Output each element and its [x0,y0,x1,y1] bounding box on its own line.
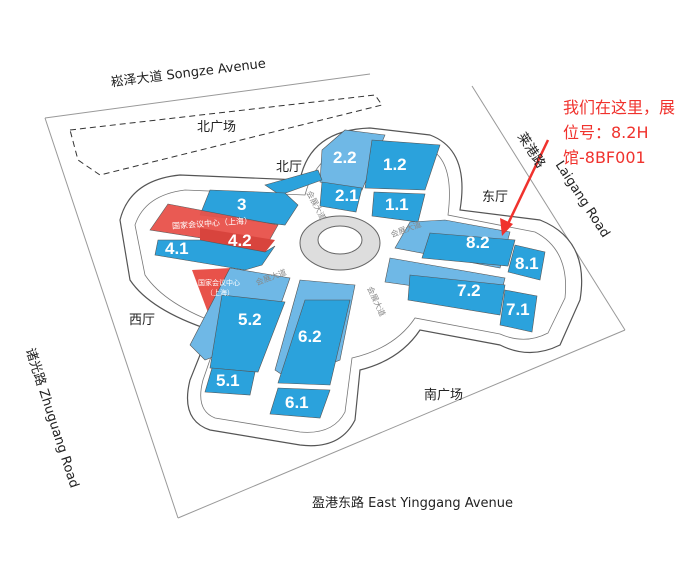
north-hall-label: 北厅 [276,160,303,175]
hall-6-1-shape [269,387,331,419]
north-hall-shape [264,169,323,196]
hall-8-1: 8.1 [515,254,539,273]
hall-5-1: 5.1 [216,371,240,390]
hall-7-2-shape [407,274,506,316]
hall-1-2-shape [364,139,441,191]
hall-2-1: 2.1 [335,186,359,205]
annotation-line-3: 馆-8BF001 [563,148,646,167]
central-ring-hole [317,225,363,255]
hall-2-1-shape [319,181,363,213]
hall-7-1-shape [499,289,538,333]
road-south: 盈港东路 East Yinggang Avenue [312,496,514,511]
hall-8-2-shape [421,232,516,267]
annotation-line-1: 我们在这里，展 [563,98,676,117]
pointer-arrow-head [500,218,513,236]
hall-4-1-shape [154,239,276,271]
hall-6-1: 6.1 [285,393,309,412]
hall-7-1: 7.1 [506,300,530,319]
pointer-arrow-line [504,139,550,229]
hall-6-2: 6.2 [298,327,322,346]
convention-center-small-shape [192,268,232,318]
north-plaza-label: 北广场 [197,120,237,135]
hall-7-2: 7.2 [457,281,481,300]
hall-8-2: 8.2 [466,233,490,252]
hall-5-1-shape [204,367,256,396]
hall-4-2: 4.2 [228,231,252,250]
hall-5-2: 5.2 [238,310,262,329]
hall-1-1: 1.1 [385,195,409,214]
hall-5-2-shape [209,294,286,373]
hall-1-2: 1.2 [383,155,407,174]
site-boundary [44,73,626,519]
east-hall-label: 东厅 [482,190,509,205]
hall-8-1-shape [507,244,546,281]
north-plaza-outline [69,94,383,176]
west-hall-label: 西厅 [129,313,156,328]
annotation-line-2: 位号：8.2H [563,123,649,142]
hall-4-1: 4.1 [165,239,189,258]
south-plaza-label: 南广场 [424,388,464,403]
hall-6-2-shape [277,299,351,386]
hall-2-2: 2.2 [333,148,357,167]
convention-center-small-label-2: （上海） [206,289,234,297]
hall-3: 3 [237,195,247,214]
convention-center-small-label-1: 国家会议中心 [198,279,240,287]
